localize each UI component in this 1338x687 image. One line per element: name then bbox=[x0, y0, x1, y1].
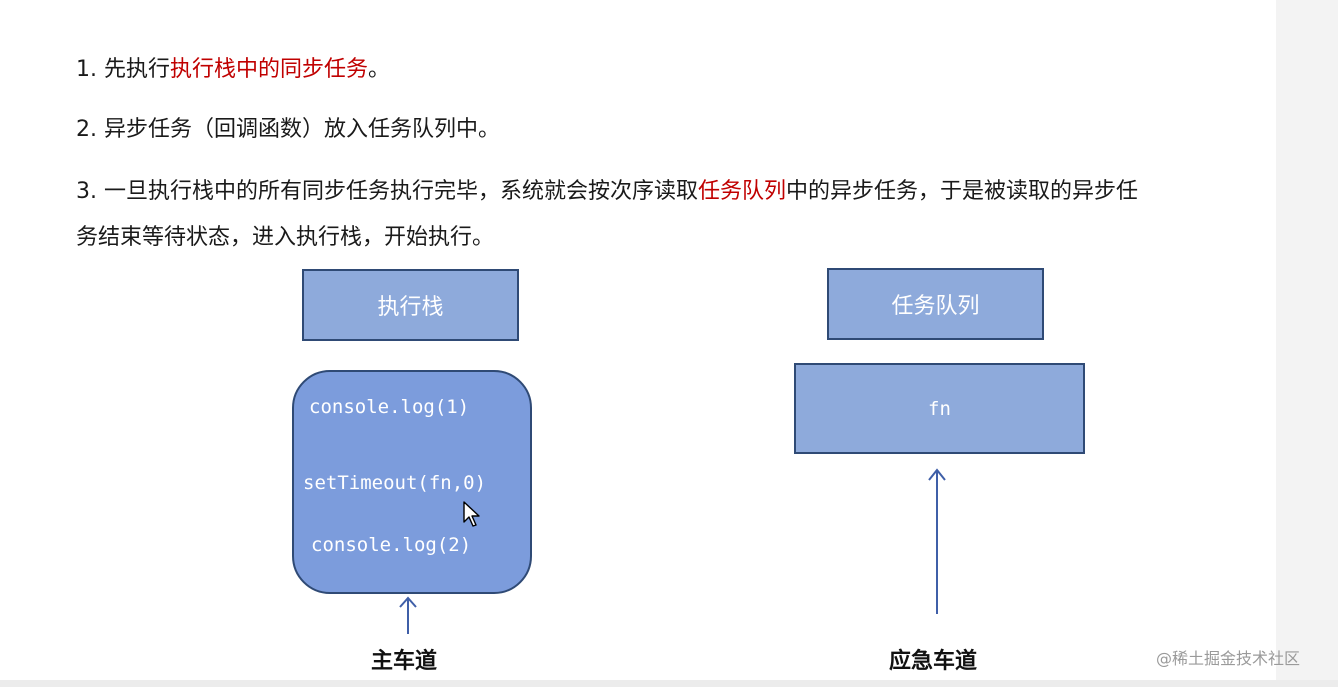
queue-item-1: fn bbox=[928, 397, 951, 420]
execution-stack-header: 执行栈 bbox=[302, 269, 519, 341]
point-1-highlight: 执行栈中的同步任务 bbox=[169, 57, 368, 82]
mouse-cursor-icon bbox=[463, 501, 480, 527]
execution-stack-title: 执行栈 bbox=[377, 295, 444, 320]
right-margin bbox=[1276, 0, 1338, 687]
point-3-line-2: 务结束等待状态，进入执行栈，开始执行。 bbox=[76, 225, 495, 250]
stack-item-2: setTimeout(fn,0) bbox=[303, 472, 487, 494]
main-lane-label: 主车道 bbox=[371, 649, 438, 674]
task-queue-title: 任务队列 bbox=[891, 294, 980, 319]
point-2: 2. 异步任务（回调函数）放入任务队列中。 bbox=[76, 117, 500, 142]
stack-item-1: console.log(1) bbox=[309, 396, 470, 418]
point-3-highlight: 任务队列 bbox=[698, 179, 787, 204]
slide-canvas bbox=[0, 0, 1276, 680]
point-1: 1. 先执行执行栈中的同步任务。 bbox=[76, 56, 390, 84]
point-3-line-1: 3. 一旦执行栈中的所有同步任务执行完毕，系统就会按次序读取任务队列中的异步任务… bbox=[76, 178, 1138, 206]
task-queue-header: 任务队列 bbox=[827, 268, 1044, 340]
point-1-post: 。 bbox=[368, 57, 391, 82]
point-3-pre: 3. 一旦执行栈中的所有同步任务执行完毕，系统就会按次序读取 bbox=[76, 179, 698, 204]
task-queue-body: fn bbox=[794, 363, 1085, 454]
bottom-margin bbox=[0, 680, 1338, 687]
emergency-lane-label: 应急车道 bbox=[889, 649, 978, 674]
arrow-up-icon bbox=[928, 468, 946, 614]
point-1-pre: 1. 先执行 bbox=[76, 57, 170, 82]
execution-stack-body bbox=[292, 370, 532, 594]
watermark: @稀土掘金技术社区 bbox=[1156, 649, 1301, 668]
point-3-post: 中的异步任务，于是被读取的异步任 bbox=[786, 179, 1139, 204]
arrow-up-icon bbox=[399, 596, 417, 634]
stack-item-3: console.log(2) bbox=[311, 534, 472, 556]
